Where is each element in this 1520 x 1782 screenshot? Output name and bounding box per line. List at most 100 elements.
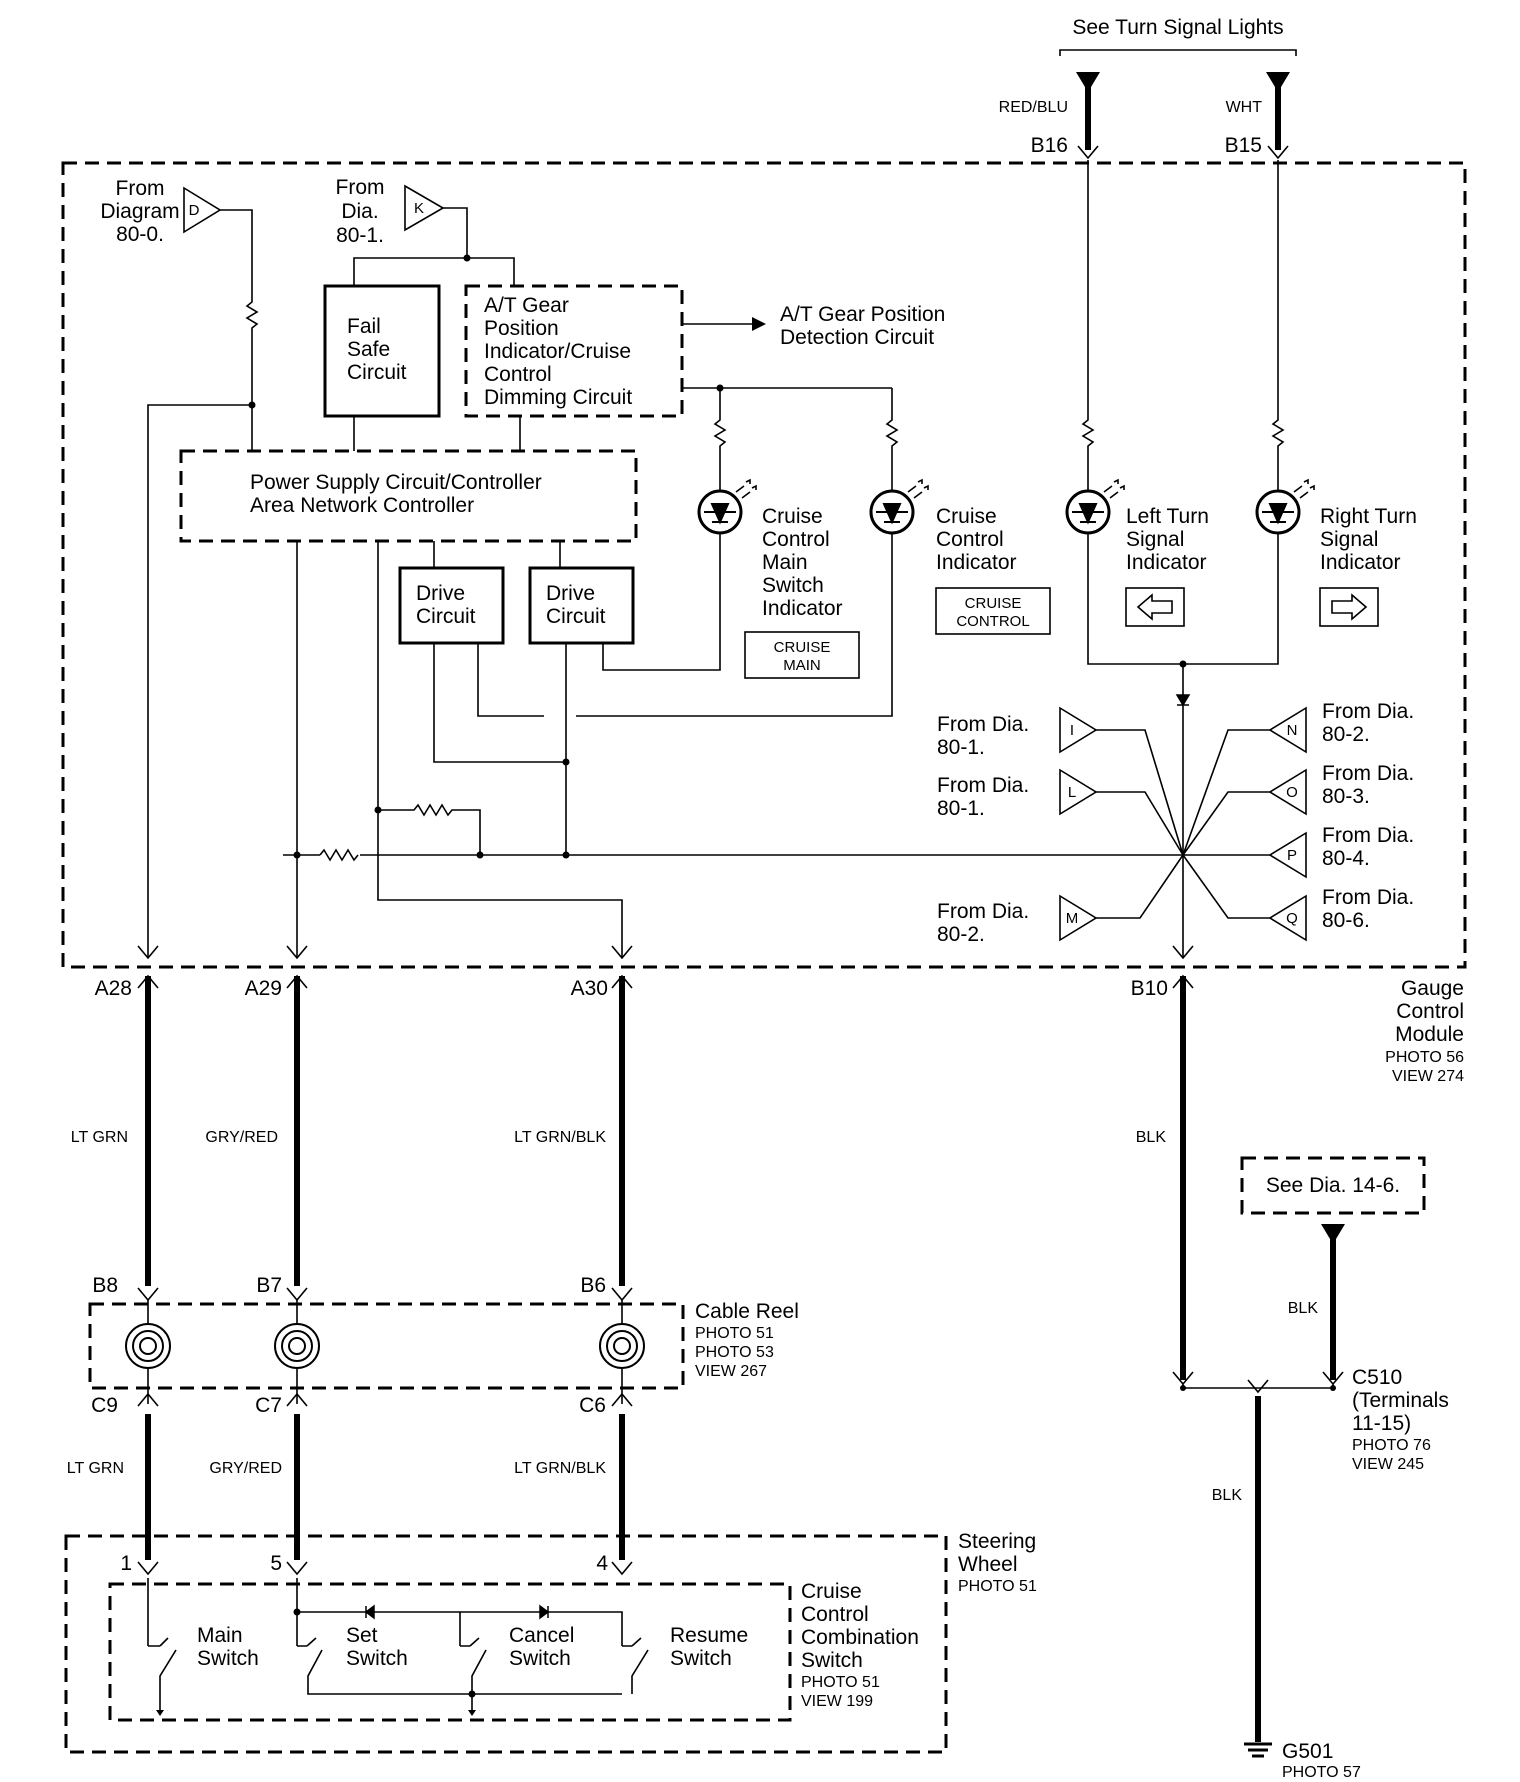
at-detection-label: Detection Circuit bbox=[780, 326, 934, 349]
c510-chevron-out bbox=[1247, 1379, 1269, 1394]
cruise-control-badge-text: CRUISE bbox=[965, 595, 1022, 612]
pin-c9: C9 bbox=[91, 1394, 118, 1417]
from-dia-n: From Dia. 80-2. N bbox=[1268, 700, 1414, 754]
resume-switch-label: Switch bbox=[670, 1647, 732, 1670]
block-connection-lines bbox=[251, 405, 521, 451]
svg-text:Steering: Steering bbox=[958, 1530, 1036, 1553]
svg-text:80-1.: 80-1. bbox=[937, 797, 985, 820]
at-gear-label: Control bbox=[484, 363, 552, 386]
from-dia-k-ref: From Dia. 80-1. K bbox=[336, 176, 515, 286]
from-dia-q: From Dia. 80-6. Q bbox=[1268, 886, 1414, 942]
pin-a29: A29 bbox=[245, 977, 282, 1000]
wire-color-gry-red: GRY/RED bbox=[209, 1460, 282, 1477]
resume-switch-label: Resume bbox=[670, 1624, 748, 1647]
reel-pin-chevrons-lower bbox=[137, 1392, 633, 1407]
svg-text:80-6.: 80-6. bbox=[1322, 909, 1370, 932]
svg-text:K: K bbox=[414, 200, 424, 217]
right-turn-label: Indicator bbox=[1320, 551, 1401, 574]
cruise-main-badge bbox=[744, 631, 860, 679]
reference-flag-icon bbox=[1268, 831, 1307, 879]
pin-chevrons bbox=[1077, 145, 1289, 160]
cruise-control-drive-line bbox=[477, 533, 893, 717]
steering-pin-chevrons bbox=[137, 1561, 633, 1576]
gauge-control-module-label: Gauge Control Module PHOTO 56 VIEW 274 bbox=[1385, 977, 1464, 1085]
switch-labels: Main Switch Set Switch Cancel Switch Res… bbox=[197, 1624, 748, 1670]
reel-pin-chevrons bbox=[137, 1287, 633, 1302]
svg-text:VIEW 267: VIEW 267 bbox=[695, 1363, 767, 1380]
a28-internal-line bbox=[147, 404, 252, 958]
cancel-switch-label: Cancel bbox=[509, 1624, 574, 1647]
svg-text:Dia.: Dia. bbox=[341, 200, 378, 223]
at-gear-label: A/T Gear bbox=[484, 294, 569, 317]
svg-text:80-4.: 80-4. bbox=[1322, 847, 1370, 870]
pin-c7: C7 bbox=[255, 1394, 282, 1417]
fail-safe-circuit-block bbox=[323, 284, 441, 418]
from-dia-p: From Dia. 80-4. P bbox=[1268, 824, 1414, 879]
combination-switch-label: Cruise Control Combination Switch PHOTO … bbox=[801, 1580, 919, 1710]
svg-text:From: From bbox=[116, 177, 165, 200]
main-switch-label: Switch bbox=[197, 1647, 259, 1670]
wire-color-blk: BLK bbox=[1136, 1129, 1167, 1146]
at-gear-label: Position bbox=[484, 317, 559, 340]
left-turn-feed bbox=[1081, 160, 1095, 490]
svg-text:80-3.: 80-3. bbox=[1322, 785, 1370, 808]
reference-flag-icon bbox=[404, 184, 445, 232]
svg-text:PHOTO 76: PHOTO 76 bbox=[1352, 1437, 1431, 1454]
cruise-main-indicator-bulb bbox=[697, 478, 757, 535]
svg-text:D: D bbox=[189, 202, 200, 219]
cruise-main-label: Switch bbox=[762, 574, 824, 597]
svg-text:PHOTO 51: PHOTO 51 bbox=[958, 1578, 1037, 1595]
wire-color-blk: BLK bbox=[1212, 1487, 1243, 1504]
svg-text:PHOTO 51: PHOTO 51 bbox=[801, 1674, 880, 1691]
svg-text:PHOTO 56: PHOTO 56 bbox=[1385, 1049, 1464, 1066]
from-diagram-d-ref: From Diagram 80-0. D bbox=[100, 177, 259, 405]
svg-text:80-1.: 80-1. bbox=[336, 224, 384, 247]
svg-text:80-2.: 80-2. bbox=[1322, 723, 1370, 746]
cruise-control-indicator-bulb bbox=[869, 478, 929, 535]
cruise-control-label: Indicator bbox=[936, 551, 1017, 574]
fail-safe-label: Fail bbox=[347, 315, 381, 338]
a30-internal-line bbox=[377, 541, 623, 958]
combination-switch-boundary bbox=[108, 1582, 792, 1722]
svg-text:Switch: Switch bbox=[801, 1649, 863, 1672]
diode-icon bbox=[364, 1604, 375, 1620]
svg-text:Control: Control bbox=[801, 1603, 869, 1626]
drive-circuit-block-1 bbox=[398, 566, 505, 645]
svg-text:VIEW 274: VIEW 274 bbox=[1392, 1068, 1464, 1085]
arrow-right-icon bbox=[752, 317, 766, 331]
svg-text:80-1.: 80-1. bbox=[937, 736, 985, 759]
cable-reel-boundary bbox=[88, 1302, 685, 1390]
svg-text:Control: Control bbox=[1396, 1000, 1464, 1023]
set-switch-label: Switch bbox=[346, 1647, 408, 1670]
svg-text:PHOTO 51: PHOTO 51 bbox=[695, 1325, 774, 1342]
diode-icon bbox=[1175, 694, 1191, 707]
module-pin-chevrons bbox=[137, 945, 1194, 960]
at-gear-dimming-circuit-block bbox=[464, 284, 684, 418]
power-supply-can-block bbox=[179, 449, 638, 543]
right-arrow-glyph bbox=[1331, 593, 1368, 621]
svg-text:I: I bbox=[1070, 722, 1074, 739]
reference-flag-icon bbox=[183, 186, 222, 234]
svg-text:Gauge: Gauge bbox=[1401, 977, 1464, 1000]
pin-a28: A28 bbox=[95, 977, 132, 1000]
reference-flag-icon bbox=[1268, 706, 1307, 754]
reference-fan-lines bbox=[1096, 729, 1270, 919]
steering-wires bbox=[145, 1414, 625, 1560]
wire-color-lt-grn: LT GRN bbox=[71, 1129, 128, 1146]
drive-circuit-label: Drive bbox=[546, 582, 595, 605]
switch-contact-icon bbox=[159, 1637, 642, 1647]
svg-text:PHOTO 53: PHOTO 53 bbox=[695, 1344, 774, 1361]
left-turn-label: Signal bbox=[1126, 528, 1184, 551]
svg-text:C510: C510 bbox=[1352, 1366, 1402, 1389]
cruise-control-badge-text: CONTROL bbox=[956, 613, 1029, 630]
svg-text:11-15): 11-15) bbox=[1352, 1412, 1411, 1435]
wire-color-blk: BLK bbox=[1288, 1300, 1319, 1317]
left-arrow-icon bbox=[1125, 587, 1185, 627]
reference-bracket bbox=[1059, 49, 1297, 56]
right-turn-label: Right Turn bbox=[1320, 505, 1417, 528]
combination-word: Combination bbox=[801, 1626, 919, 1649]
cruise-main-label: Indicator bbox=[762, 597, 843, 620]
g501-label: G501 PHOTO 57 bbox=[1282, 1740, 1361, 1781]
c510-chevrons bbox=[1172, 1371, 1344, 1386]
steering-wheel-label: Steering Wheel PHOTO 51 bbox=[958, 1530, 1037, 1595]
